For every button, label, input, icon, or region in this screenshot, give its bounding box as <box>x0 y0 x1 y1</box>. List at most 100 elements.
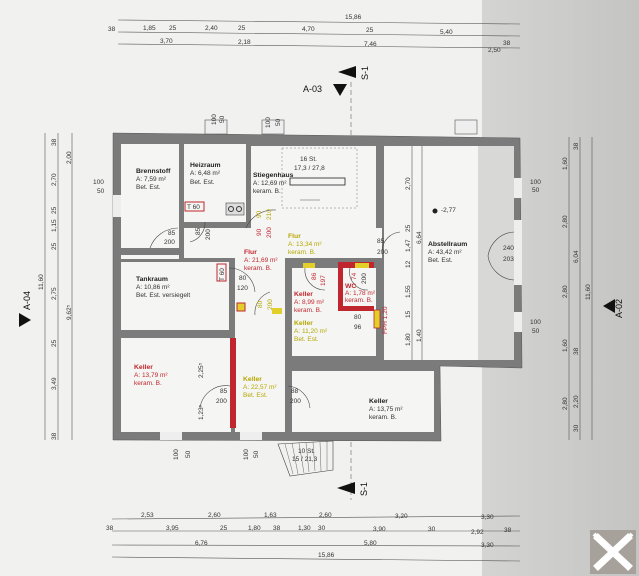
dim-right: 1,60 <box>562 157 569 170</box>
section-triangle-icon <box>338 66 356 78</box>
door-width: 80 <box>239 275 247 282</box>
section-marker-a03: A-03 <box>303 84 347 96</box>
room-name: Keller <box>294 291 313 298</box>
door-width: 240 <box>503 245 514 252</box>
dim-right: 38 <box>573 142 580 150</box>
door-height: 197 <box>320 275 327 286</box>
dim-bottom: 3,30 <box>481 514 494 521</box>
room-area: A: 8,99 m² <box>294 299 325 306</box>
door-width: 85 <box>220 388 228 395</box>
bank-logo <box>590 530 636 574</box>
window-width: 100 <box>530 179 541 186</box>
dim-bottom: 1,30 <box>298 525 311 532</box>
dim-left: 25 <box>51 206 58 214</box>
window-width: 100 <box>211 114 218 125</box>
top-dimensions: 15,86 38 1,85 25 2,40 25 4,70 25 5,40 3,… <box>108 14 521 54</box>
door-height: 200 <box>377 249 388 256</box>
dim-right: 30 <box>573 424 580 432</box>
room-keller-2257 <box>235 258 285 432</box>
section-triangle-icon <box>333 84 347 96</box>
room-area: A: 6,48 m² <box>190 170 221 177</box>
section-label: A-03 <box>303 84 322 94</box>
right-dimensions: 1,60 2,80 2,80 1,60 2,80 38 6,04 38 2,20… <box>562 137 593 440</box>
window-parapet: 50 <box>532 328 540 335</box>
dim-bottom: 2,53 <box>141 512 154 519</box>
room-area: A: 22,57 m² <box>243 384 277 391</box>
room-area: A: 7,59 m² <box>136 176 167 183</box>
door-height: 210 <box>266 209 273 220</box>
room-floor: Bet. Est. <box>428 257 453 264</box>
room-name: Abstellraum <box>428 241 467 248</box>
dim-top: 38 <box>108 26 116 33</box>
window-width: 100 <box>173 449 180 460</box>
dim-right: 2,80 <box>562 215 569 228</box>
dim-top: 38 <box>503 40 511 47</box>
window-width: 100 <box>265 117 272 128</box>
room-name: Flur <box>244 249 257 256</box>
door-frame <box>355 263 369 268</box>
dim-top: 4,70 <box>302 26 315 33</box>
door-width: 90 <box>256 210 263 218</box>
raiffeisen-gable-cross-icon <box>593 533 633 571</box>
room-floor: keram. B. <box>345 297 373 304</box>
left-dimensions: 11,60 38 2,70 25 1,15 25 2,75 25 3,49 38… <box>38 133 73 440</box>
door-height: 200 <box>267 299 274 310</box>
wc-fire-wall <box>338 262 343 310</box>
logo-horse-heads <box>592 532 634 540</box>
door-width: 74 <box>351 272 358 280</box>
door-width: 85 <box>195 227 202 235</box>
dim-inner: 1,47 <box>405 239 412 252</box>
window <box>240 432 262 440</box>
chimney <box>454 119 478 135</box>
section-label: A-04 <box>22 291 32 310</box>
dim-bottom: 3,95 <box>166 525 179 532</box>
dim-right: 1,60 <box>562 339 569 352</box>
section-marker-a04: A-04 <box>19 291 32 327</box>
room-name: Flur <box>288 233 301 240</box>
room-area: A: 43,42 m² <box>428 249 462 256</box>
dim-bottom: 2,92 <box>471 529 484 536</box>
stair-steps: 16 St. <box>300 156 317 163</box>
room-flur <box>184 228 382 258</box>
room-floor: keram. B. <box>253 188 281 195</box>
room-floor: Bet. Est. versiegelt <box>136 292 190 299</box>
section-label: A-02 <box>614 299 624 318</box>
window-parapet: 50 <box>253 450 260 458</box>
dim-bottom: 30 <box>318 525 326 532</box>
room-keller-1375 <box>292 371 434 432</box>
dim-inner: 2,70 <box>405 177 412 190</box>
room-area: A: 21,69 m² <box>244 257 278 264</box>
dim-top: 25 <box>238 25 246 32</box>
section-marker-a02: A-02 <box>603 299 624 318</box>
door-width: 80 <box>257 300 264 308</box>
dim-top: 15,86 <box>345 14 362 21</box>
room-name: Keller <box>369 398 388 405</box>
room-labels: Brennstoff A: 7,59 m² Bet. Est. Heizraum… <box>134 162 467 421</box>
dim-bottom: 1,63 <box>264 512 277 519</box>
door-frame <box>272 308 282 314</box>
dim-right: 2,80 <box>562 285 569 298</box>
dim-inner: 15 <box>405 310 412 318</box>
section-label: S-1 <box>359 482 369 496</box>
dim-top: 25 <box>169 25 177 32</box>
dim-inner: 6,64 <box>416 231 423 244</box>
dim-inner: 1,80 <box>405 333 412 346</box>
room-name: Keller <box>243 376 262 383</box>
window-parapet: 50 <box>219 115 226 123</box>
level-marker-icon <box>432 208 438 214</box>
section-label: S-1 <box>360 66 370 80</box>
dim-left: 1,15 <box>51 219 58 232</box>
annotations: T 60 T 60 FPH 1,20 -2,77 16 St. 17,3 / 2… <box>184 156 456 463</box>
window-parapet: 50 <box>275 118 282 126</box>
boiler-burner-icon <box>228 206 234 212</box>
dim-bottom: 2,60 <box>319 512 332 519</box>
room-area: A: 12,69 m² <box>253 180 287 187</box>
room-area: A: 1,78 m² <box>345 290 376 297</box>
stair-ratio: 17,3 / 27,8 <box>294 165 325 172</box>
stair-ratio: 15 / 21,3 <box>292 456 318 463</box>
window-parapet: 50 <box>185 450 192 458</box>
room-floor: keram. B. <box>288 249 316 256</box>
dim-top: 2,40 <box>205 25 218 32</box>
window-width: 100 <box>530 319 541 326</box>
window-parapet: 50 <box>532 187 540 194</box>
